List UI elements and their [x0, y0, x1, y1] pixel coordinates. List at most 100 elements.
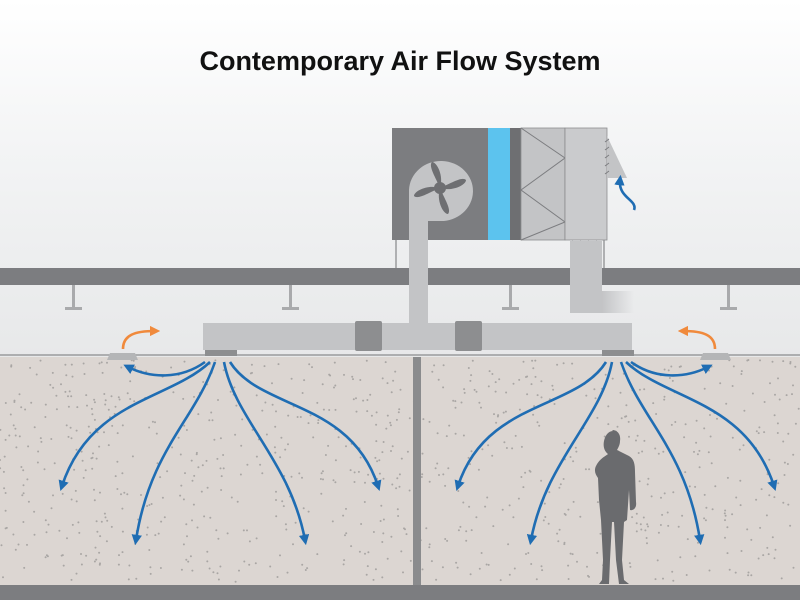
texture-dot: [398, 408, 401, 411]
texture-dot: [758, 426, 761, 429]
outside-air-arrow: [614, 174, 636, 211]
texture-dot: [534, 375, 537, 378]
texture-dot: [469, 573, 472, 576]
texture-dot: [666, 511, 669, 514]
texture-dot: [671, 379, 674, 382]
texture-dot: [640, 528, 643, 531]
texture-dot: [777, 482, 780, 485]
texture-dot: [123, 491, 126, 494]
texture-dot: [763, 401, 766, 403]
texture-dot: [98, 362, 101, 365]
texture-dot: [83, 373, 86, 375]
texture-dot: [484, 505, 487, 508]
diagram-title: Contemporary Air Flow System: [199, 46, 601, 76]
texture-dot: [333, 386, 335, 389]
texture-dot: [491, 373, 494, 375]
texture-dot: [710, 365, 713, 368]
texture-dot: [376, 460, 379, 463]
texture-dot: [183, 360, 186, 363]
texture-dot: [50, 438, 53, 440]
person-silhouette: [594, 430, 637, 584]
texture-dot: [686, 538, 689, 541]
texture-dot: [571, 553, 574, 556]
texture-dot: [369, 393, 372, 396]
texture-dot: [638, 480, 641, 483]
texture-dot: [381, 377, 384, 380]
texture-dot: [563, 512, 566, 515]
texture-dot: [246, 463, 249, 466]
texture-dot: [0, 544, 3, 547]
texture-dot: [765, 514, 768, 517]
texture-dot: [646, 523, 649, 526]
texture-dot: [366, 565, 369, 568]
texture-dot: [551, 384, 554, 387]
texture-dot: [344, 534, 346, 537]
texture-dot: [502, 411, 505, 414]
texture-dot: [762, 554, 765, 557]
texture-dot: [628, 562, 631, 565]
texture-dot: [196, 526, 199, 529]
texture-dot: [12, 424, 15, 427]
texture-dot: [366, 410, 369, 413]
texture-dot: [635, 439, 637, 442]
texture-dot: [408, 489, 411, 492]
texture-dot: [208, 567, 211, 570]
texture-dot: [99, 491, 101, 494]
texture-dot: [556, 532, 559, 535]
texture-dot: [101, 371, 104, 374]
texture-dot: [569, 552, 572, 555]
texture-dot: [552, 388, 555, 391]
texture-dot: [409, 559, 412, 562]
texture-dot: [586, 565, 588, 568]
texture-dot: [121, 507, 124, 510]
texture-dot: [625, 404, 628, 407]
texture-dot: [85, 394, 88, 397]
texture-dot: [716, 417, 718, 420]
texture-dot: [478, 567, 481, 570]
texture-dot: [27, 500, 30, 503]
texture-dot: [353, 471, 356, 474]
texture-dot: [408, 417, 411, 420]
texture-dot: [191, 519, 193, 522]
texture-dot: [65, 424, 68, 427]
texture-dot: [14, 434, 17, 437]
texture-dot: [286, 571, 289, 574]
texture-dot: [47, 523, 50, 526]
texture-dot: [759, 526, 762, 529]
texture-dot: [792, 384, 794, 387]
texture-dot: [732, 365, 735, 368]
texture-dot: [372, 578, 375, 581]
texture-dot: [114, 475, 117, 478]
texture-dot: [725, 402, 728, 405]
texture-dot: [525, 553, 527, 555]
texture-dot: [94, 546, 97, 549]
texture-dot: [448, 424, 451, 427]
texture-dot: [75, 572, 78, 575]
texture-dot: [661, 513, 664, 516]
texture-dot: [627, 420, 630, 423]
texture-dot: [397, 515, 400, 517]
texture-dot: [696, 453, 699, 456]
texture-dot: [118, 554, 120, 557]
texture-dot: [757, 557, 760, 560]
texture-dot: [470, 450, 473, 453]
texture-dot: [731, 513, 734, 516]
texture-dot: [747, 359, 750, 361]
texture-dot: [693, 450, 695, 453]
texture-dot: [360, 523, 363, 525]
texture-dot: [334, 384, 337, 387]
texture-dot: [82, 362, 85, 365]
texture-dot: [469, 463, 471, 466]
fan-icon: [414, 162, 466, 214]
texture-dot: [364, 481, 366, 484]
texture-dot: [782, 440, 785, 443]
texture-dot: [438, 474, 440, 476]
texture-dot: [263, 365, 266, 368]
texture-dot: [150, 503, 153, 505]
texture-dot: [709, 414, 711, 416]
texture-dot: [792, 453, 795, 456]
texture-dot: [133, 400, 136, 403]
texture-dot: [755, 430, 758, 433]
texture-dot: [145, 533, 148, 536]
